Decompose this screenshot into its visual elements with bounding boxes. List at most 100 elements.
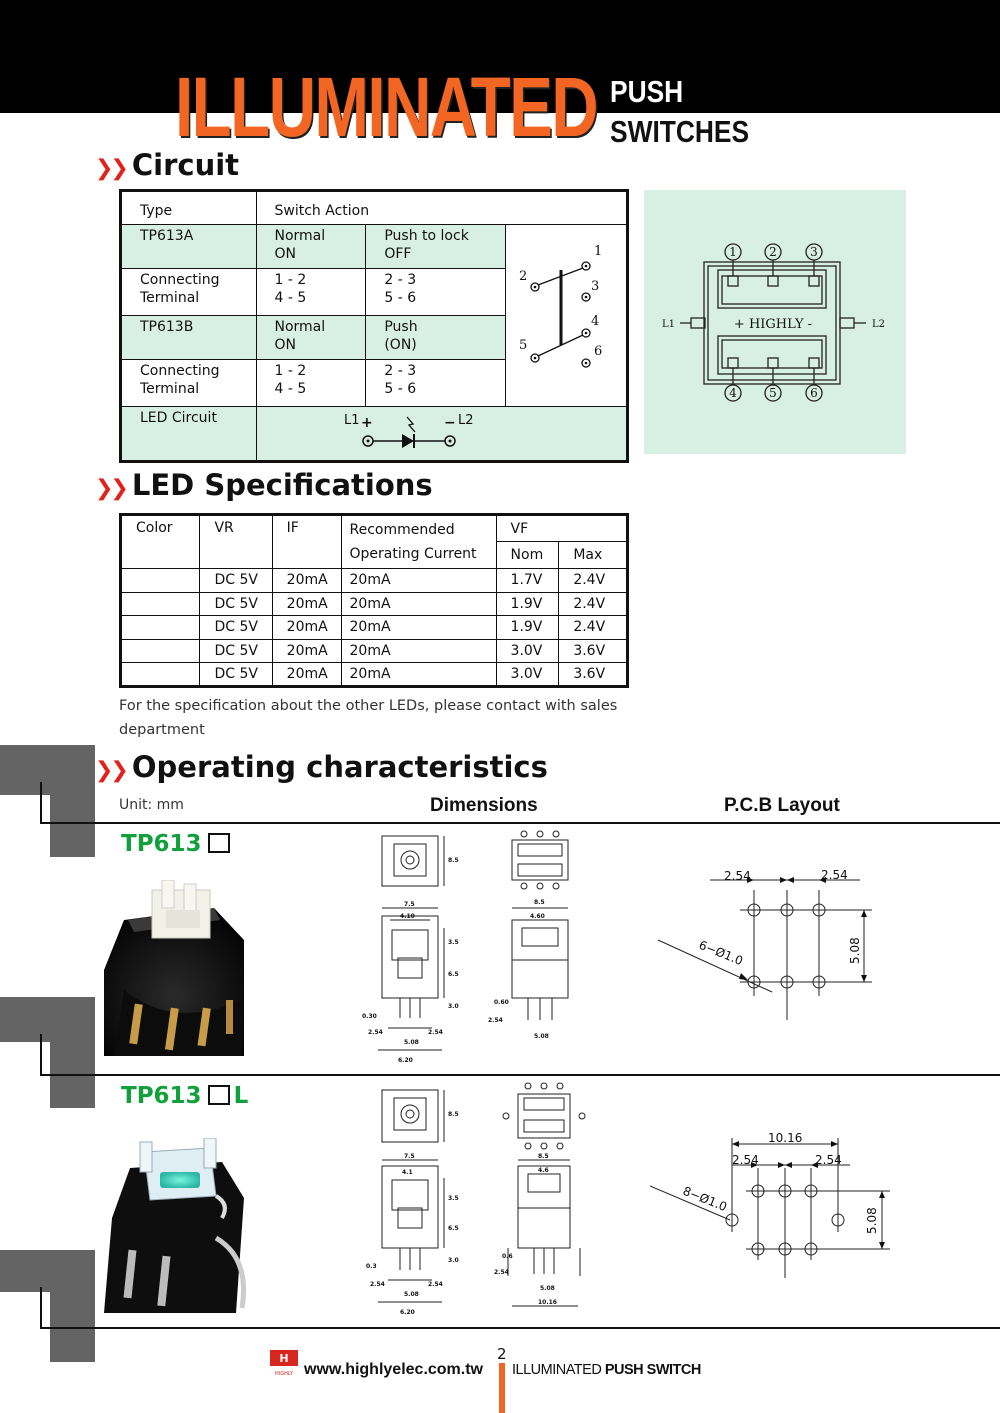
terminal-1-label: 1 bbox=[594, 244, 602, 259]
page-number: 2 bbox=[497, 1345, 507, 1363]
title-switches: SWITCHES bbox=[610, 114, 750, 149]
model-tp613: TP613 bbox=[121, 831, 230, 857]
svg-text:2.54: 2.54 bbox=[488, 1017, 503, 1024]
th-vr: VR bbox=[199, 514, 273, 569]
svg-text:5.08: 5.08 bbox=[540, 1285, 555, 1292]
svg-text:2.54: 2.54 bbox=[370, 1281, 385, 1288]
gray-block bbox=[0, 997, 95, 1042]
terminal-5-label: 5 bbox=[519, 338, 527, 353]
svg-text:10.16: 10.16 bbox=[768, 1131, 802, 1145]
svg-text:0.3: 0.3 bbox=[366, 1263, 377, 1270]
svg-text:5: 5 bbox=[769, 386, 777, 400]
svg-text:8.5: 8.5 bbox=[538, 1153, 549, 1160]
divider bbox=[40, 782, 42, 824]
cell-push-on: Push(ON) bbox=[365, 314, 506, 361]
chevron-icon: ❯❯ bbox=[95, 476, 129, 501]
svg-text:6.20: 6.20 bbox=[398, 1057, 413, 1064]
header-bar bbox=[0, 0, 1000, 113]
dimensions-heading: Dimensions bbox=[430, 795, 538, 816]
chevron-icon: ❯❯ bbox=[95, 156, 129, 181]
model-box bbox=[207, 833, 230, 853]
svg-text:3.5: 3.5 bbox=[448, 939, 459, 946]
terminal-2-label: 2 bbox=[519, 269, 527, 284]
svg-text:5.08: 5.08 bbox=[404, 1039, 419, 1046]
svg-text:2.54: 2.54 bbox=[815, 1153, 842, 1167]
section-title: Operating characteristics bbox=[131, 750, 548, 784]
svg-text:0.60: 0.60 bbox=[494, 999, 509, 1006]
svg-text:2.54: 2.54 bbox=[494, 1269, 509, 1276]
th-max: Max bbox=[558, 541, 628, 569]
product-photo-tp613-l bbox=[104, 1138, 247, 1313]
terminal-4-label: 4 bbox=[591, 314, 599, 329]
svg-text:4.1: 4.1 bbox=[402, 1169, 413, 1176]
title-illuminated: ILLUMINATED bbox=[175, 60, 599, 154]
svg-text:−: − bbox=[444, 415, 456, 431]
svg-text:8.5: 8.5 bbox=[534, 899, 545, 906]
svg-text:0.6: 0.6 bbox=[502, 1253, 513, 1260]
svg-text:4.60: 4.60 bbox=[530, 913, 545, 920]
highly-label: + HIGHLY - bbox=[734, 317, 812, 332]
th-vf: VF bbox=[495, 514, 629, 542]
th-nom: Nom bbox=[495, 541, 560, 569]
terminal-3-label: 3 bbox=[591, 279, 599, 294]
svg-text:5.08: 5.08 bbox=[865, 1207, 879, 1234]
section-operating-heading: ❯❯Operating characteristics bbox=[95, 750, 548, 784]
svg-text:2: 2 bbox=[769, 245, 777, 259]
cell-tp613a: TP613A bbox=[120, 223, 257, 270]
footer-url[interactable]: www.highlyelec.com.tw bbox=[304, 1361, 483, 1378]
dimension-drawings-tp613: 8.5 7.5 4.10 3.5 6.5 3.0 0.30 2.54 2.54 … bbox=[362, 830, 569, 1064]
svg-text:3.0: 3.0 bbox=[448, 1257, 459, 1264]
svg-text:+: + bbox=[361, 415, 373, 431]
svg-text:5.08: 5.08 bbox=[534, 1033, 549, 1040]
svg-text:6.5: 6.5 bbox=[448, 1225, 459, 1232]
l1-label: L1 bbox=[662, 319, 675, 330]
divider bbox=[40, 1034, 42, 1076]
row-divider bbox=[40, 1074, 1000, 1076]
svg-text:3.5: 3.5 bbox=[448, 1195, 459, 1202]
top-view-svg: 1 2 3 4 5 6 + HIGHLY - L1 L2 bbox=[662, 243, 885, 402]
svg-text:2.54: 2.54 bbox=[428, 1029, 443, 1036]
switch-diagram-cell: 1 2 3 4 5 6 bbox=[504, 224, 629, 407]
svg-text:HIGHLY: HIGHLY bbox=[275, 1371, 294, 1377]
svg-text:2.54: 2.54 bbox=[821, 868, 848, 882]
svg-text:0.30: 0.30 bbox=[362, 1013, 377, 1020]
highly-logo-icon: H HIGHLY bbox=[270, 1350, 298, 1377]
title-push: PUSH bbox=[610, 74, 684, 109]
svg-text:3: 3 bbox=[810, 245, 818, 259]
svg-text:4.10: 4.10 bbox=[400, 913, 415, 920]
pcb-layout-tp613: 2.54 2.54 5.08 6−Ø1.0 bbox=[657, 868, 872, 1020]
svg-text:5.08: 5.08 bbox=[404, 1291, 419, 1298]
header-switch-action: Switch Action bbox=[255, 190, 628, 225]
svg-text:6.5: 6.5 bbox=[448, 971, 459, 978]
svg-text:7.5: 7.5 bbox=[404, 901, 415, 908]
svg-text:7.5: 7.5 bbox=[404, 1153, 415, 1160]
row-divider bbox=[40, 822, 1000, 824]
l2-label: L2 bbox=[872, 319, 885, 330]
cell-led-circuit: LED Circuit bbox=[120, 406, 257, 462]
svg-text:4.6: 4.6 bbox=[538, 1167, 549, 1174]
product-photo-tp613 bbox=[104, 880, 244, 1056]
gray-block bbox=[0, 1250, 95, 1292]
switch-top-view-diagram: 1 2 3 4 5 6 + HIGHLY - L1 L2 bbox=[644, 190, 906, 454]
led-circuit-diagram-cell: L1 + − L2 bbox=[255, 406, 628, 462]
led-l2-label: L2 bbox=[458, 413, 474, 428]
svg-text:6−Ø1.0: 6−Ø1.0 bbox=[697, 938, 745, 968]
svg-text:2.54: 2.54 bbox=[724, 869, 751, 883]
svg-text:2.54: 2.54 bbox=[368, 1029, 383, 1036]
footer-title: ILLUMINATED PUSH SWITCH bbox=[512, 1362, 701, 1378]
switch-schematic: 1 2 3 4 5 6 bbox=[519, 244, 602, 368]
